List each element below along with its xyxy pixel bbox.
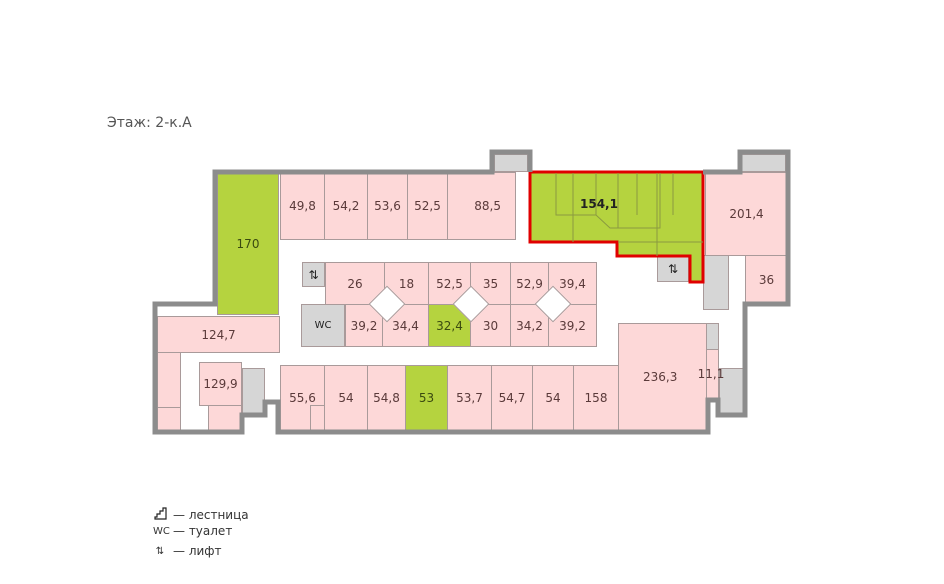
room-54-8[interactable]: 54,8	[367, 365, 406, 431]
room-54b[interactable]: 54	[532, 365, 574, 431]
room-11-1-label: 11,1	[697, 367, 725, 381]
room-236-3[interactable]: 236,3	[618, 323, 707, 431]
legend-wc: WC — туалет	[153, 524, 232, 538]
room-129-9[interactable]: 129,9	[199, 362, 242, 406]
room-unlabeled[interactable]	[157, 352, 181, 408]
legend-label: — туалет	[173, 524, 233, 538]
stairs-icon	[153, 507, 167, 523]
legend-lift: ⇅ — лифт	[153, 544, 222, 558]
legend-label: — лестница	[173, 508, 249, 522]
room-54-7[interactable]: 54,7	[491, 365, 533, 431]
room-54[interactable]: 54	[324, 365, 368, 431]
room-53-7[interactable]: 53,7	[447, 365, 492, 431]
room-unlabeled[interactable]	[310, 405, 325, 431]
legend-stairs: — лестница	[153, 507, 249, 523]
room-unlabeled[interactable]	[157, 407, 181, 431]
legend-label: — лифт	[173, 544, 222, 558]
room-124-7[interactable]: 124,7	[157, 316, 280, 353]
floor-title: Этаж: 2-к.А	[107, 115, 192, 131]
room-53[interactable]: 53	[405, 365, 448, 431]
lift-icon: ⇅	[155, 545, 165, 557]
wc-icon: WC	[153, 525, 170, 537]
room-154-1-label: 154,1	[580, 197, 618, 211]
room-158[interactable]: 158	[573, 365, 619, 431]
room-unlabeled[interactable]	[208, 405, 242, 431]
